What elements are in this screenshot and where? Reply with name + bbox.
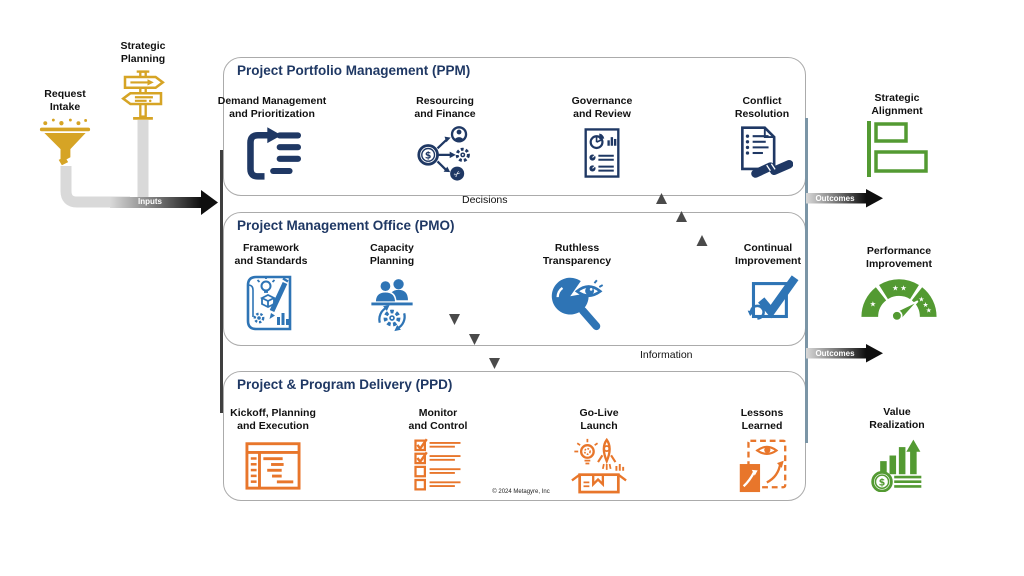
framework-standards-icon: [191, 271, 351, 333]
capacity-planning-icon: [312, 271, 472, 335]
strategic-planning-label-line2: Planning: [120, 52, 166, 65]
value-label-line2: Realization: [869, 418, 925, 431]
alignment-label-line1: Strategic: [874, 92, 920, 104]
conflict-label-line1: Conflict: [742, 95, 782, 107]
monitor-control-icon: [358, 436, 518, 494]
outcomes-arrow-bottom-head: [866, 344, 883, 363]
alignment-label-line2: Alignment: [871, 104, 923, 117]
golive-label-line1: Go-Live: [579, 407, 619, 419]
svg-text:★: ★: [923, 301, 929, 309]
resourcing-finance-icon: $ ✂: [365, 124, 525, 182]
svg-text:★: ★: [900, 284, 907, 293]
performance-label-line2: Improvement: [866, 257, 932, 270]
decisions-label: Decisions: [462, 194, 508, 206]
demand-label-line2: and Prioritization: [229, 107, 315, 120]
kickoff-label-line2: and Execution: [237, 419, 309, 432]
copyright-text: © 2024 Metagyre, Inc: [492, 489, 550, 495]
ruthless-transparency-icon: [497, 271, 657, 333]
kickoff-label-line1: Kickoff, Planning: [230, 407, 316, 419]
conflict-label-line2: Resolution: [734, 107, 790, 120]
information-label: Information: [640, 349, 693, 361]
ppm-title: Project Portfolio Management (PPM): [237, 63, 471, 78]
capacity-label-line2: Planning: [369, 254, 415, 267]
value-realization-cell: Value Realization $: [837, 406, 957, 493]
strategic-alignment-cell: Strategic Alignment: [837, 92, 957, 178]
pmo-improvement-cell: Continual Improvement: [688, 242, 848, 331]
ppm-resourcing-cell: Resourcing and Finance $ ✂: [365, 95, 525, 182]
monitor-label-line1: Monitor: [418, 407, 458, 419]
lessons-label-line1: Lessons: [740, 407, 784, 419]
demand-label-line1: Demand Management: [217, 95, 327, 107]
ppd-box: Project & Program Delivery (PPD): [223, 371, 806, 501]
monitor-label-line2: and Control: [408, 419, 468, 432]
svg-text:★: ★: [926, 307, 932, 315]
outcomes-arrow-top-head: [866, 189, 883, 208]
pmo-capacity-cell: Capacity Planning: [312, 242, 472, 335]
outcomes-label-bottom: Outcomes: [815, 349, 855, 358]
ppd-kickoff-cell: Kickoff, Planning and Execution: [193, 407, 353, 492]
request-intake-label-line1: Request: [44, 88, 86, 100]
strategic-planning-cell: Strategic Planning: [83, 40, 203, 122]
signpost-icon: [83, 68, 203, 122]
governance-label-line1: Governance: [571, 95, 633, 107]
improvement-label-line2: Improvement: [735, 254, 801, 267]
svg-text:★: ★: [870, 300, 877, 309]
lessons-learned-icon: [682, 436, 842, 494]
capacity-label-line1: Capacity: [370, 242, 414, 254]
value-label-line1: Value: [883, 406, 911, 418]
performance-improvement-cell: Performance Improvement ★ ★ ★ ★ ★ ★: [839, 245, 959, 322]
ppd-lessons-cell: Lessons Learned: [682, 407, 842, 494]
strategic-alignment-icon: [837, 120, 957, 178]
svg-text:$: $: [879, 478, 886, 489]
ppm-demand-cell: Demand Management and Prioritization: [192, 95, 352, 182]
golive-label-line2: Launch: [580, 419, 618, 432]
kickoff-execution-icon: [193, 436, 353, 492]
lessons-label-line2: Learned: [741, 419, 783, 432]
ppm-box: Project Portfolio Management (PPM): [223, 57, 806, 196]
conflict-resolution-icon: [682, 124, 842, 182]
ppm-governance-cell: Governance and Review: [522, 95, 682, 182]
golive-launch-icon: [519, 436, 679, 494]
request-intake-pipe: [60, 166, 130, 208]
transparency-label-line1: Ruthless: [554, 242, 600, 254]
pmo-framework-cell: Framework and Standards: [191, 242, 351, 333]
inputs-arrow-label: Inputs: [138, 197, 162, 206]
outcomes-label-top: Outcomes: [815, 194, 855, 203]
framework-label-line1: Framework: [242, 242, 300, 254]
funnel-icon: [5, 116, 125, 168]
svg-text:$: $: [425, 151, 432, 162]
decisions-arrow-3-head: [489, 358, 500, 369]
transparency-label-line2: Transparency: [542, 254, 612, 267]
svg-text:★: ★: [892, 284, 899, 293]
performance-label-line1: Performance: [866, 245, 932, 257]
pmo-box: Project Management Office (PMO): [223, 212, 806, 346]
ppd-golive-cell: Go-Live Launch: [519, 407, 679, 494]
svg-text:★: ★: [918, 296, 924, 304]
strategic-planning-label-line1: Strategic: [120, 40, 166, 52]
request-intake-cell: Request Intake: [5, 88, 125, 168]
performance-gauge-icon: ★ ★ ★ ★ ★ ★: [839, 273, 959, 322]
inputs-arrow-head: [201, 190, 218, 215]
ppd-title: Project & Program Delivery (PPD): [237, 377, 453, 392]
governance-label-line2: and Review: [573, 107, 631, 120]
ppd-monitor-cell: Monitor and Control: [358, 407, 518, 494]
resourcing-label-line2: and Finance: [414, 107, 476, 120]
continual-improvement-icon: [688, 271, 848, 331]
governance-review-icon: [522, 124, 682, 182]
svg-text:✂: ✂: [451, 168, 463, 180]
framework-label-line2: and Standards: [234, 254, 308, 267]
improvement-label-line1: Continual: [743, 242, 793, 254]
demand-prioritization-icon: [192, 124, 352, 182]
ppm-conflict-cell: Conflict Resolution: [682, 95, 842, 182]
pmo-title: Project Management Office (PMO): [237, 218, 455, 233]
pmo-transparency-cell: Ruthless Transparency: [497, 242, 657, 333]
resourcing-label-line1: Resourcing: [416, 95, 474, 107]
value-realization-icon: $: [837, 434, 957, 493]
request-intake-label-line2: Intake: [49, 100, 81, 113]
